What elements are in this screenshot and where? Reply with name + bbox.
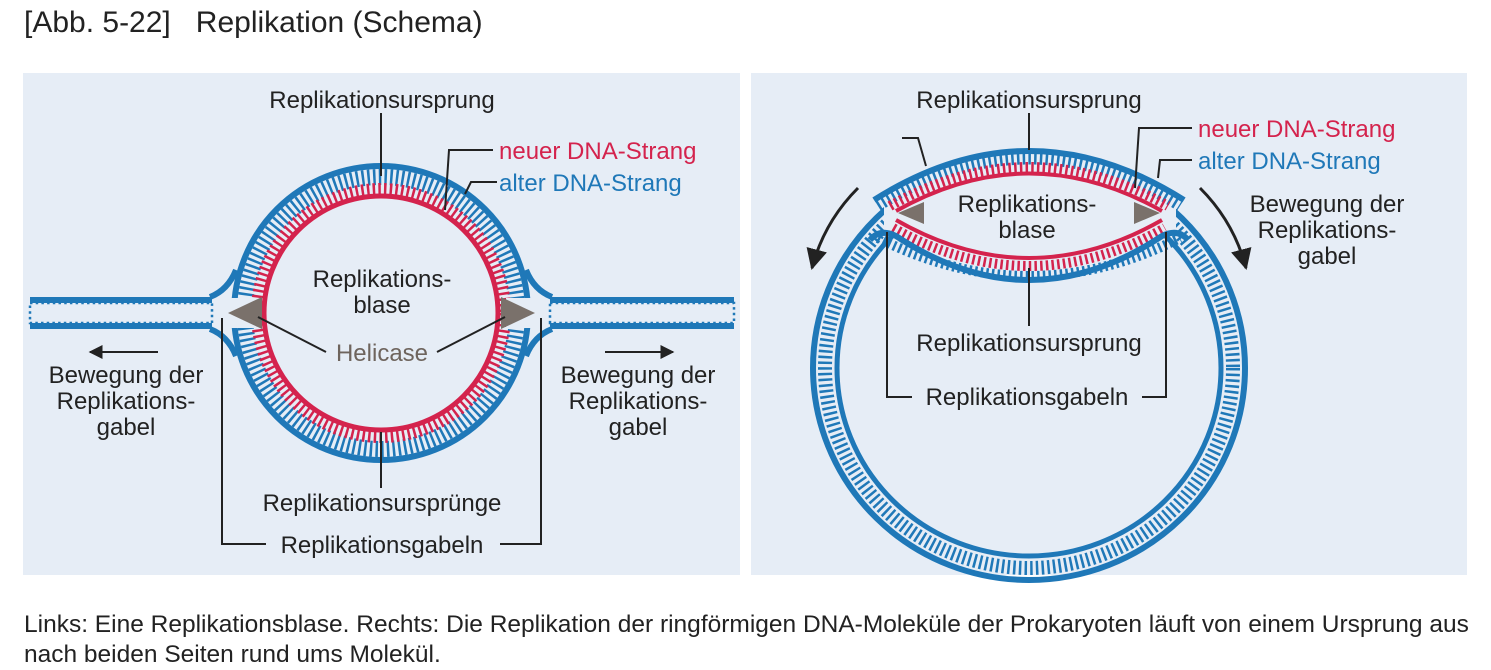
left-helicase-left	[228, 297, 262, 329]
right-helicase-right	[1134, 202, 1160, 224]
right-label-bubble-line1: Replikations-	[958, 191, 1097, 218]
right-bubble-upper-rungs-old	[875, 153, 1183, 211]
left-labels: Replikationsursprung neuer DNA-Strang al…	[49, 87, 716, 559]
replication-diagram: Replikationsursprung neuer DNA-Strang al…	[28, 87, 1404, 583]
left-label-forks: Replikationsgabeln	[281, 532, 484, 559]
figure-title-text: Replikation (Schema)	[195, 6, 483, 39]
left-label-movement-right-1: Bewegung der	[561, 362, 716, 389]
figure-caption: Links: Eine Replikationsblase. Rechts: D…	[24, 611, 1469, 668]
right-label-movement-1: Bewegung der	[1250, 191, 1405, 218]
right-label-forks: Replikationsgabeln	[926, 384, 1129, 411]
linear-dna-left	[28, 297, 214, 329]
left-helicase-right	[501, 297, 535, 329]
left-label-bubble-line2: blase	[353, 292, 410, 319]
right-label-origin-bottom: Replikationsursprung	[916, 330, 1141, 357]
right-label-bubble-line2: blase	[998, 217, 1055, 244]
right-movement-arrow-right	[1198, 186, 1252, 271]
left-label-movement-left-3: gabel	[97, 414, 156, 441]
right-label-old-strand: alter DNA-Strang	[1198, 148, 1381, 175]
left-label-origins-bottom: Replikationsursprünge	[263, 490, 502, 517]
left-label-new-strand: neuer DNA-Strang	[499, 138, 696, 165]
right-movement-arrow-left	[806, 186, 860, 271]
left-label-movement-left-1: Bewegung der	[49, 362, 204, 389]
right-circle-rungs	[818, 161, 1240, 575]
left-label-bubble-line1: Replikations-	[313, 266, 452, 293]
left-label-movement-right-2: Replikations-	[569, 388, 708, 415]
right-label-movement-3: gabel	[1298, 243, 1357, 270]
left-bubble-new-strand	[261, 193, 501, 433]
left-label-movement-left-2: Replikations-	[57, 388, 196, 415]
figure-title: [Abb. 5-22] Replikation (Schema)	[24, 6, 483, 40]
right-bubble-lower-new	[895, 218, 1163, 260]
right-label-movement-2: Replikations-	[1258, 217, 1397, 244]
right-label-origin-top: Replikationsursprung	[916, 87, 1141, 114]
right-bubble-lower-rungs-new	[890, 223, 1168, 271]
right-labels: Replikationsursprung neuer DNA-Strang al…	[916, 87, 1404, 411]
right-helicase-left	[898, 202, 924, 224]
left-label-movement-right-3: gabel	[609, 414, 668, 441]
linear-dna-right	[548, 297, 736, 329]
right-label-new-strand: neuer DNA-Strang	[1198, 116, 1395, 143]
left-leader-lines	[88, 113, 675, 545]
left-label-helicase: Helicase	[336, 340, 428, 367]
right-bubble-upper-new	[895, 171, 1163, 213]
left-label-origin-top: Replikationsursprung	[269, 87, 494, 114]
right-leader-lines	[886, 113, 1192, 398]
left-label-old-strand: alter DNA-Strang	[499, 170, 682, 197]
right-bubble-upper-old	[872, 148, 1186, 203]
right-bubble-upper-rungs-new	[887, 162, 1171, 211]
figure-number: [Abb. 5-22]	[24, 6, 171, 39]
right-dna-molecule	[806, 148, 1252, 583]
